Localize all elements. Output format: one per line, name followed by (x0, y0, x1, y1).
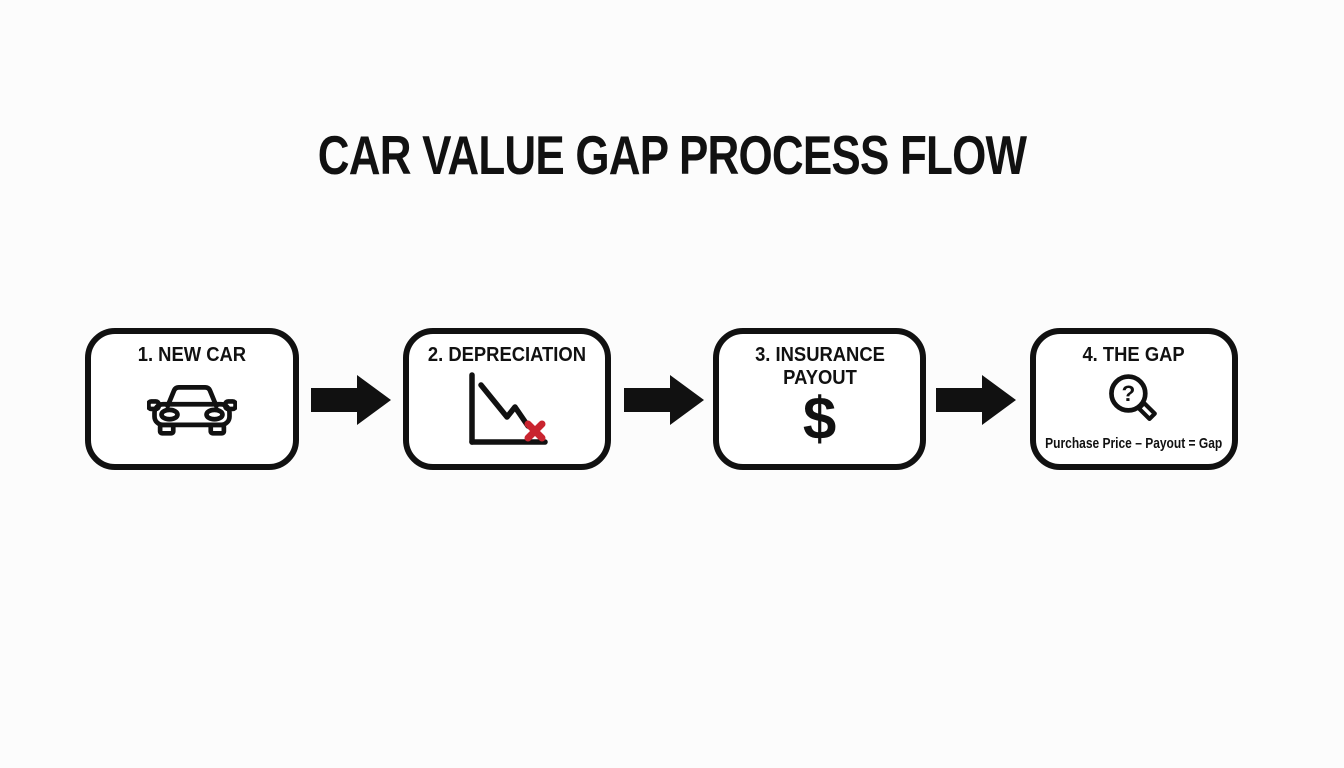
dollar-sign-icon: $ (802, 385, 837, 453)
step-label-depreciation: 2. DEPRECIATION (427, 344, 587, 366)
question-mark-glyph: ? (1121, 381, 1135, 406)
step-box-depreciation: 2. DEPRECIATION (403, 328, 611, 470)
step-box-new-car: 1. NEW CAR (85, 328, 299, 470)
red-x-marker (524, 420, 546, 442)
right-arrow-icon (311, 375, 391, 425)
step-label-insurance-payout: 3. INSURANCE PAYOUT (754, 344, 885, 389)
step-box-insurance-payout: 3. INSURANCE PAYOUT $ (713, 328, 926, 470)
step-label-new-car: 1. NEW CAR (137, 344, 247, 366)
gap-formula-text: Purchase Price – Payout = Gap (1045, 434, 1223, 452)
diagram-title: CAR VALUE GAP PROCESS FLOW (317, 124, 1027, 186)
step-box-the-gap: 4. THE GAP ? Purchase Price – Payout = G… (1030, 328, 1238, 470)
car-front-icon (147, 384, 237, 436)
step-label-the-gap: 4. THE GAP (1082, 344, 1186, 366)
right-arrow-icon (624, 375, 704, 425)
magnifier-question-icon: ? (1109, 373, 1157, 421)
right-arrow-icon (936, 375, 1016, 425)
depreciation-chart-icon (469, 371, 548, 445)
